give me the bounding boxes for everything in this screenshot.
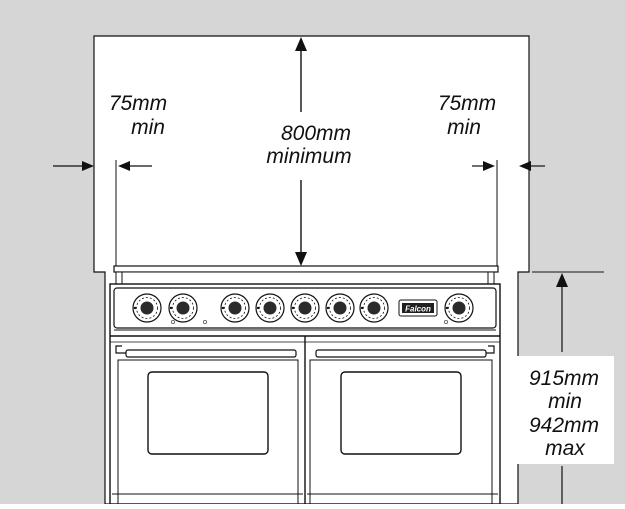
height-dimension [532,271,604,504]
right-oven-handle [315,349,487,358]
left-oven-window [147,371,269,455]
control-knob-icon [255,293,285,323]
control-knob-icon [220,293,250,323]
control-knob-icon [359,293,389,323]
arrowhead-icon [483,161,495,171]
height-max-qualifier: max [545,437,586,460]
arrowhead-icon [519,161,531,171]
arrowhead-icon [295,37,307,51]
indicator-light-icon [170,319,175,324]
left-oven-handle [125,349,297,358]
right-oven-door [307,345,498,505]
right-clearance-label: 75mm min [438,92,496,139]
control-knob-icon [444,293,474,323]
control-knobs [132,293,474,324]
right-clearance-value: 75mm [438,92,496,115]
left-clearance-label: 75mm min [109,92,167,139]
height-min-qualifier: min [548,390,582,413]
arrowhead-icon [295,252,307,266]
range-cooker: Falcon [109,265,501,505]
hob-top-rail [113,265,499,273]
right-oven-window [340,371,462,455]
arrowhead-icon [82,161,94,171]
arrowhead-icon [118,161,130,171]
control-knob-icon [132,293,162,323]
height-min-value: 915mm [529,367,599,390]
left-clearance-value: 75mm [109,92,167,115]
height-max-value: 942mm [529,414,599,437]
left-clearance-dimension [53,161,152,171]
top-clearance-dimension [295,37,307,266]
brand-logo-text: Falcon [405,305,431,314]
right-clearance-dimension [472,161,545,171]
top-clearance-label: 800mm minimum [266,122,351,168]
hob-rail-inner [121,271,489,285]
brand-logo: Falcon [398,299,438,317]
control-knob-icon [168,293,198,323]
indicator-light-icon [202,319,207,324]
control-knob-icon [290,293,320,323]
arrowhead-icon [556,273,568,287]
right-clearance-qualifier: min [447,116,481,139]
height-label: 915mm min 942mm max [516,356,614,464]
top-clearance-value: 800mm [281,122,351,145]
height-label-box [516,356,614,464]
top-clearance-qualifier: minimum [266,145,351,168]
left-clearance-qualifier: min [131,116,165,139]
control-knob-icon [325,293,355,323]
indicator-light-icon [443,319,448,324]
